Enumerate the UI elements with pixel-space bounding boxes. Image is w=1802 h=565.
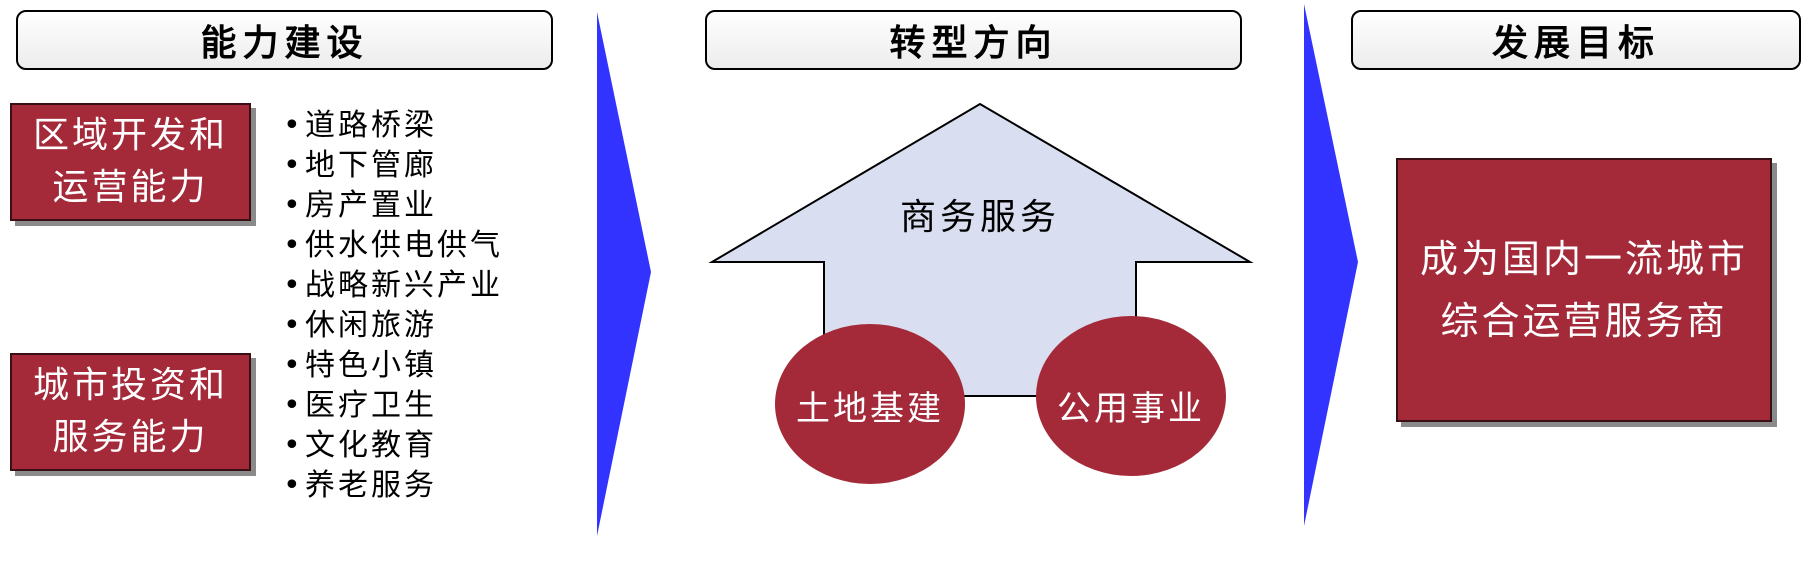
business-areas-list: •道路桥梁 •地下管廊 •房产置业 •供水供电供气 •战略新兴产业 •休闲旅游 … [283, 106, 513, 506]
capability-box-line: 运营能力 [52, 167, 209, 208]
circle-label-land-infrastructure: 土地基建 [796, 389, 944, 429]
list-item: •供水供电供气 [283, 226, 513, 266]
flow-arrow-2-icon [1304, 4, 1358, 526]
bullet-icon: • [283, 388, 304, 423]
bullet-icon: • [283, 348, 304, 383]
goal-box: 成为国内一流城市 综合运营服务商 [1396, 158, 1772, 422]
list-item: •特色小镇 [283, 346, 513, 386]
header-transformation-title: 转型方向 [889, 22, 1058, 64]
bullet-icon: • [283, 268, 304, 303]
header-development-goal: 发展目标 [1351, 10, 1801, 70]
bullet-icon: • [283, 468, 304, 503]
list-item: •医疗卫生 [283, 386, 513, 426]
bullet-icon: • [283, 308, 304, 343]
list-item: •养老服务 [283, 466, 513, 506]
circle-public-utilities [1036, 316, 1226, 476]
list-item: •道路桥梁 [283, 106, 513, 146]
list-item: •地下管廊 [283, 146, 513, 186]
header-goal-title: 发展目标 [1491, 22, 1660, 64]
header-capability-title: 能力建设 [200, 22, 369, 64]
bullet-icon: • [283, 188, 304, 223]
list-item: •文化教育 [283, 426, 513, 466]
capability-box-line: 区域开发和 [32, 115, 228, 156]
bullet-icon: • [283, 148, 304, 183]
capability-box-urban-investment: 城市投资和 服务能力 [10, 353, 251, 471]
list-item: •房产置业 [283, 186, 513, 226]
house-label-business-services: 商务服务 [899, 197, 1060, 238]
circle-land-infrastructure [775, 324, 965, 484]
bullet-icon: • [283, 108, 304, 143]
list-item: •休闲旅游 [283, 306, 513, 346]
capability-box-line: 服务能力 [52, 417, 209, 458]
list-item: •战略新兴产业 [283, 266, 513, 306]
goal-line: 综合运营服务商 [1440, 299, 1728, 343]
capability-box-line: 城市投资和 [32, 365, 228, 406]
goal-line: 成为国内一流城市 [1419, 237, 1748, 281]
flow-arrow-1-icon [597, 12, 651, 536]
header-transformation-direction: 转型方向 [705, 10, 1242, 70]
circle-label-public-utilities: 公用事业 [1057, 389, 1205, 429]
header-capability-building: 能力建设 [16, 10, 553, 70]
bullet-icon: • [283, 228, 304, 263]
bullet-icon: • [283, 428, 304, 463]
capability-box-regional-development: 区域开发和 运营能力 [10, 103, 251, 221]
